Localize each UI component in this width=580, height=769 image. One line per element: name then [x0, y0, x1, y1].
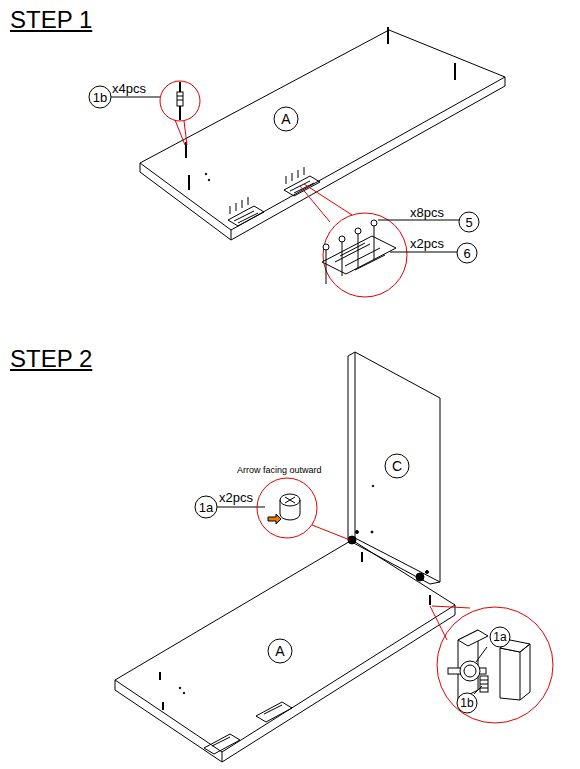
callout-dowel: [111, 81, 200, 145]
quantity-label: x2pcs: [410, 237, 444, 250]
callout-circle: A: [273, 106, 299, 132]
callout-plate: [300, 184, 460, 297]
panel-a-step2: [115, 540, 455, 762]
callout-circle: A: [267, 638, 293, 664]
quantity-label: x8pcs: [410, 206, 444, 219]
panel-c: [348, 352, 440, 584]
quantity-label: Arrow facing outward: [237, 466, 322, 475]
callout-number: 1a: [194, 495, 218, 519]
callout-joint: [430, 606, 553, 723]
step-heading: STEP 2: [10, 347, 92, 371]
callout-circle: 1a: [489, 626, 511, 648]
callout-circle: C: [384, 453, 410, 479]
callout-number: 6: [456, 242, 478, 264]
step-heading: STEP 1: [10, 8, 92, 32]
callout-circle: 1a: [194, 495, 218, 519]
callout-number: 1b: [88, 85, 112, 109]
callout-circle: 5: [458, 211, 480, 233]
callout-number: C: [384, 453, 410, 479]
callout-circle: 1b: [456, 692, 478, 714]
quantity-label: x2pcs: [219, 491, 253, 504]
callout-number: A: [273, 106, 299, 132]
callout-number: A: [267, 638, 293, 664]
panel-a-step1: [140, 27, 505, 240]
callout-circle: 6: [456, 242, 478, 264]
callout-cam: [217, 478, 350, 540]
callout-circle: 1b: [88, 85, 112, 109]
quantity-label: x4pcs: [112, 82, 146, 95]
callout-number: 5: [458, 211, 480, 233]
callout-number: 1a: [489, 626, 511, 648]
callout-number: 1b: [456, 692, 478, 714]
